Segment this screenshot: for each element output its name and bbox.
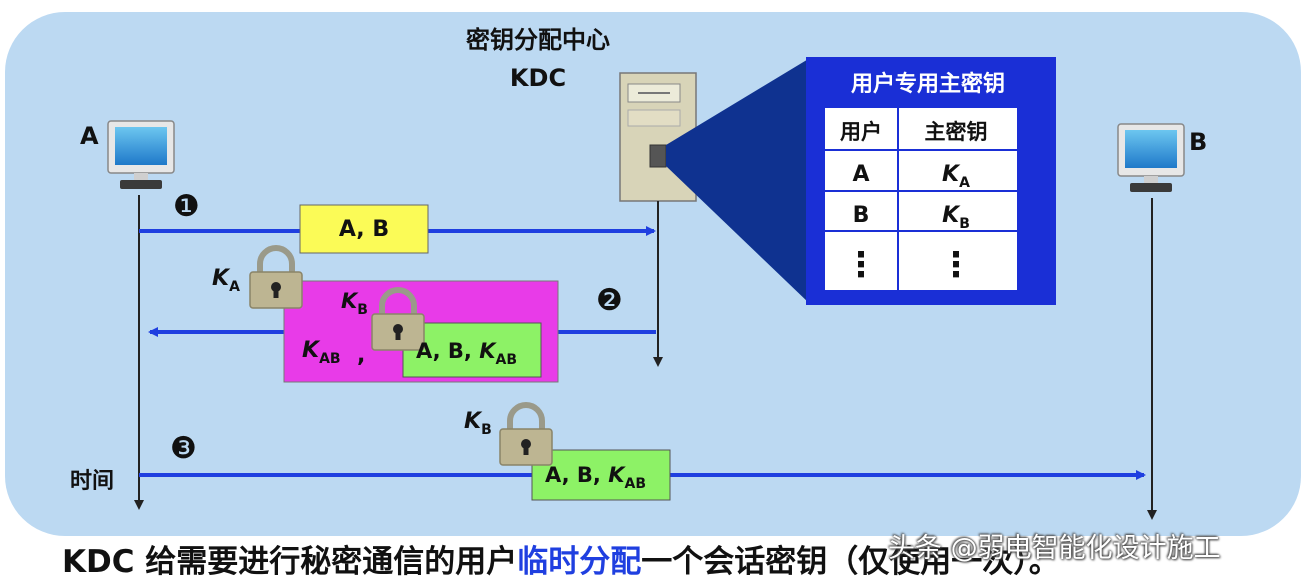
caption: KDC 给需要进行秘密通信的用户临时分配一个会话密钥（仅使用一次）。	[62, 540, 1212, 584]
table-title: 用户专用主密钥	[851, 71, 1005, 97]
inner-lock-key-label: KB	[341, 289, 368, 318]
msg3-ticket-box	[531, 449, 671, 501]
msg1-text: A, B	[339, 217, 389, 242]
table-header-user: 用户	[840, 120, 882, 144]
watermark: 头条 @弱电智能化设计施工	[888, 533, 1221, 564]
kdc-label-en: KDC	[510, 64, 566, 92]
msg2-ticket-box	[402, 322, 542, 378]
zoom-beam	[666, 58, 810, 304]
table-header-key: 主密钥	[925, 120, 988, 144]
msg3-lock-key-label: KB	[464, 409, 492, 438]
caption-part2: 一个会话密钥（仅使用一次）。	[641, 544, 1060, 580]
session-key-comma: ,	[357, 343, 365, 368]
msg2-ticket-text: A, B, KAB	[416, 339, 517, 368]
session-key-label: KAB	[302, 338, 341, 367]
time-label: 时间	[70, 469, 114, 494]
outer-lock-key-label: KA	[212, 266, 240, 295]
table-ellipsis-user: ⋮	[844, 245, 878, 285]
step-marker-1: ❶	[173, 189, 200, 224]
caption-part1: KDC 给需要进行秘密通信的用户	[62, 544, 518, 580]
table-ellipsis-key: ⋮	[939, 245, 973, 285]
master-key-table: 用户专用主密钥 用户 主密钥 A KA B KB ⋮ ⋮	[806, 57, 1056, 305]
step-marker-3: ❸	[170, 431, 197, 466]
host-b-label: B	[1189, 128, 1207, 156]
caption-highlight: 临时分配	[517, 544, 642, 580]
msg3-ticket-text: A, B, KAB	[545, 463, 646, 492]
kdc-label-cn: 密钥分配中心	[466, 26, 610, 54]
table-cell-key: KB	[942, 203, 970, 232]
host-a-label: A	[80, 122, 99, 150]
table-cell-key: KA	[942, 162, 970, 191]
step-marker-2: ❷	[596, 283, 623, 318]
msg1-box	[299, 204, 429, 254]
table-body	[825, 108, 1017, 290]
table-cell-user: B	[853, 203, 870, 228]
table-cell-user: A	[852, 162, 869, 187]
